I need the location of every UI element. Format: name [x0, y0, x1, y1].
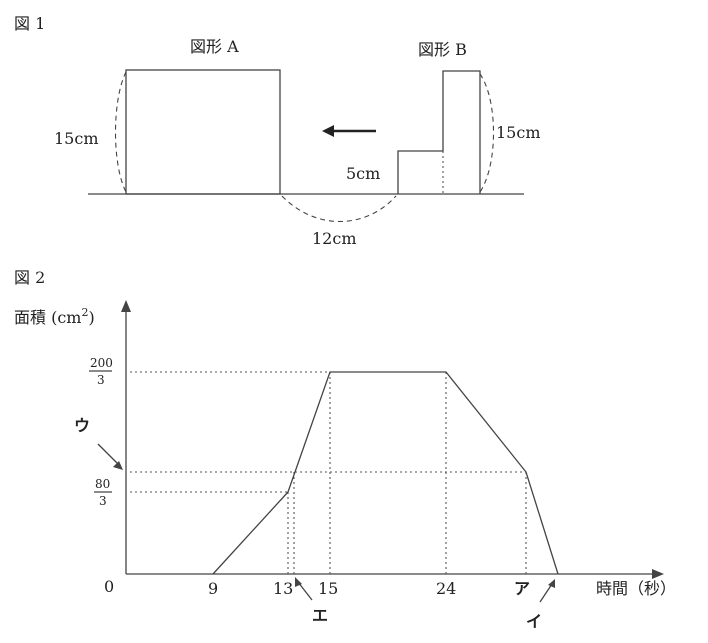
- marker-e-label: エ: [312, 606, 328, 625]
- marker-u-pointer: [97, 443, 120, 466]
- y-axis-label: 面積 (cm2): [14, 306, 95, 327]
- shape-b-height-brace: [479, 73, 495, 193]
- shape-b-outline: [397, 70, 481, 194]
- left-arrow-icon: [322, 125, 334, 137]
- origin-label: 0: [104, 577, 114, 596]
- y-tick-80-denominator: 3: [99, 494, 107, 508]
- marker-a-label: ア: [514, 579, 530, 598]
- y-tick-200-denominator: 3: [97, 373, 105, 387]
- marker-u-arrow-icon: [113, 461, 123, 470]
- x-tick-9: 9: [208, 579, 218, 598]
- shape-a-label: 図形 A: [190, 37, 239, 56]
- x-tick-13: 13: [273, 579, 293, 598]
- marker-e-pointer: [297, 581, 313, 601]
- guide-lines: [130, 371, 527, 574]
- x-axis-arrow-icon: [652, 569, 664, 579]
- x-tick-15: 15: [318, 579, 338, 598]
- marker-i-label: イ: [526, 612, 542, 631]
- marker-i-pointer: [539, 583, 553, 603]
- shape-b-step-label: 5cm: [346, 164, 380, 183]
- shape-a-rect: [125, 69, 281, 195]
- y-axis-arrow-icon: [121, 300, 131, 312]
- y-tick-200-numerator: 200: [90, 356, 113, 370]
- x-tick-24: 24: [436, 579, 456, 598]
- shape-b-height-label: 15cm: [496, 123, 541, 142]
- gap-brace: [281, 195, 397, 223]
- figure1-label: 図 1: [14, 14, 45, 33]
- shape-a-height-label: 15cm: [54, 129, 99, 148]
- marker-u-label: ウ: [74, 416, 90, 435]
- shape-a-height-brace: [114, 71, 127, 193]
- gap-label: 12cm: [312, 229, 357, 248]
- x-axis-label: 時間（秒）: [596, 579, 676, 598]
- y-tick-200-3: 200 3: [89, 356, 113, 387]
- marker-e-arrow-icon: [295, 577, 302, 587]
- y-tick-80-3: 80 3: [94, 477, 112, 508]
- area-series-line: [212, 371, 559, 575]
- marker-i-arrow-icon: [548, 579, 555, 588]
- y-tick-80-numerator: 80: [95, 477, 110, 491]
- figure2-label: 図 2: [14, 268, 45, 287]
- shape-b-label: 図形 B: [418, 40, 467, 59]
